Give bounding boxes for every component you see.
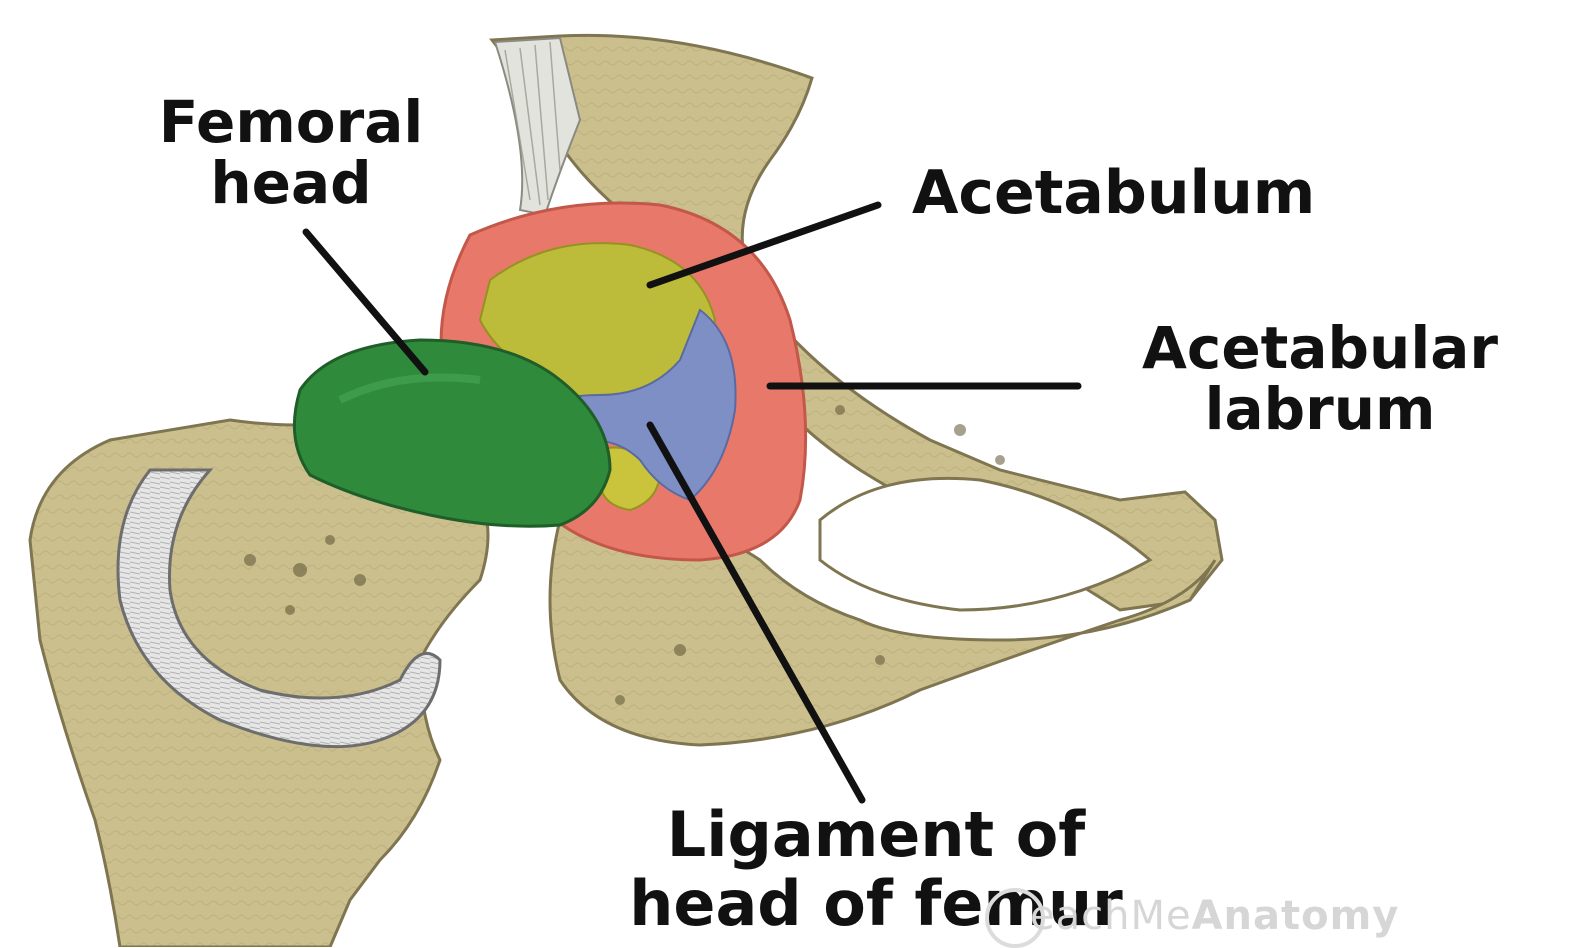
label-femoral-head-line1: Femoral [126, 92, 456, 153]
label-acetabular-labrum-line1: Acetabular [1100, 318, 1540, 379]
watermark-prefix: eachMe [1030, 893, 1192, 939]
watermark: eachMeAnatomy [1030, 893, 1399, 939]
label-femoral-head-line2: head [126, 153, 456, 214]
label-femoral-head: Femoral head [126, 92, 456, 214]
label-acetabular-labrum-line2: labrum [1100, 379, 1540, 440]
label-ligament-line1: Ligament of [596, 800, 1156, 869]
label-acetabulum: Acetabulum [912, 162, 1315, 225]
watermark-brand: Anatomy [1192, 893, 1400, 939]
label-acetabular-labrum: Acetabular labrum [1100, 318, 1540, 440]
